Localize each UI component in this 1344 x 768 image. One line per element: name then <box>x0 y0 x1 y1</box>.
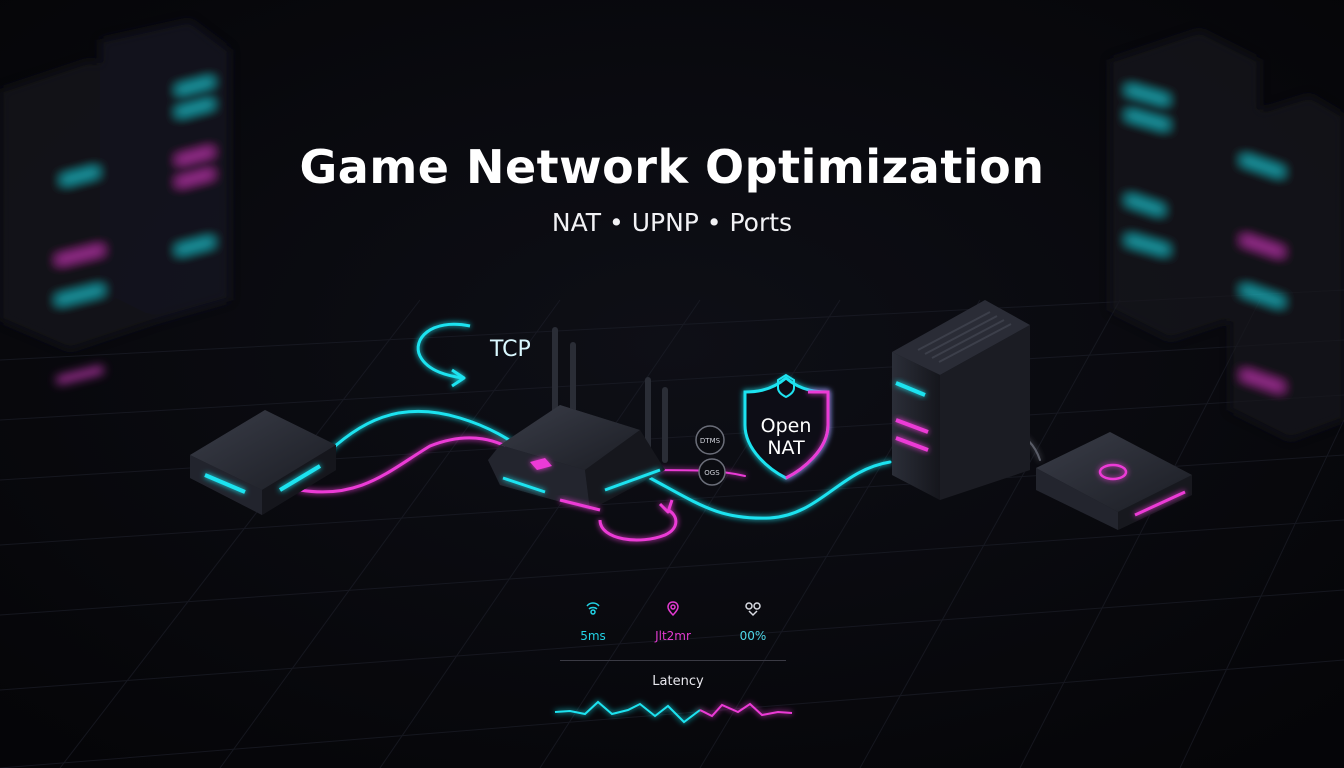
open-nat-shield: Open NAT <box>743 373 830 480</box>
stat-latency-value: 5ms <box>580 629 606 643</box>
latency-sparkline <box>554 700 793 724</box>
port-tag-1-text: DTMS <box>700 437 721 445</box>
streaming-box <box>1036 432 1192 530</box>
tcp-arrow <box>416 322 471 388</box>
latency-label: Latency <box>652 674 704 689</box>
signal-icon <box>558 600 628 623</box>
stat-packet-loss: 00% <box>718 600 788 643</box>
location-icon <box>638 600 708 623</box>
latency-divider <box>560 660 786 661</box>
nat-badge-line1: Open <box>761 415 812 437</box>
page-subtitle: NAT • UPNP • Ports <box>551 208 793 237</box>
pc-tower <box>892 300 1030 500</box>
port-tag-2-text: OGS <box>704 469 720 477</box>
nodes-icon <box>718 600 788 623</box>
background-rack-left <box>0 20 230 384</box>
stat-packet-loss-value: 00% <box>739 629 767 643</box>
stat-latency: 5ms <box>558 600 628 643</box>
stat-jitter: Jlt2mr <box>638 600 708 643</box>
stat-jitter-value: Jlt2mr <box>655 629 691 643</box>
page-title: Game Network Optimization <box>299 140 1045 194</box>
port-tag-2: OGS <box>698 458 726 486</box>
port-tag-1: DTMS <box>695 425 725 455</box>
tcp-label: TCP <box>489 337 531 362</box>
shield-icon <box>777 373 795 399</box>
background-rack-right <box>1110 30 1344 440</box>
return-arrow <box>598 499 678 542</box>
game-console <box>190 410 336 515</box>
nat-badge-line2: NAT <box>767 437 805 459</box>
router <box>488 327 668 512</box>
